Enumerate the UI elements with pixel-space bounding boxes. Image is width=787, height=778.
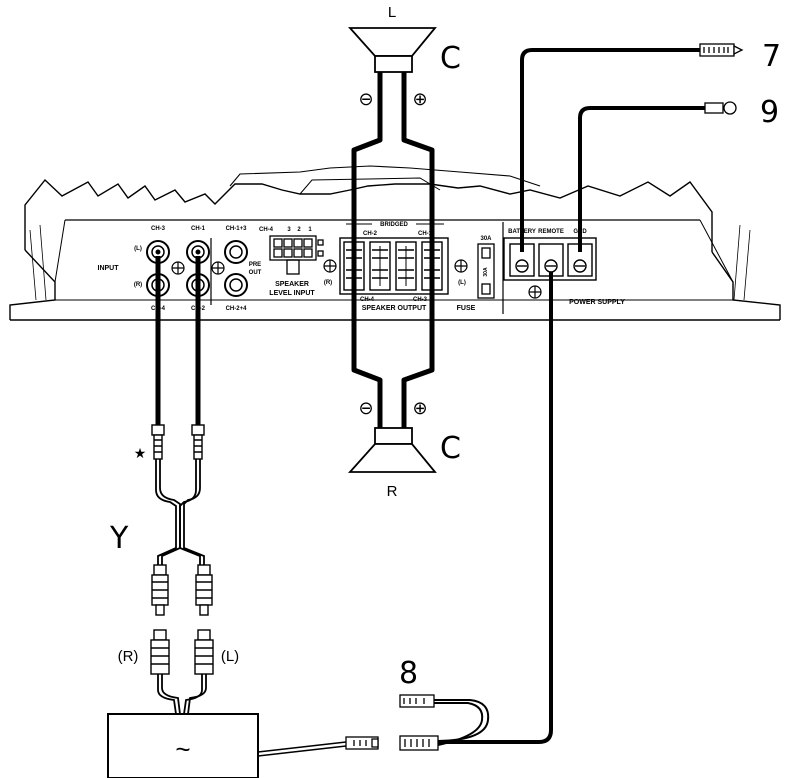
left-speaker: L C ⊖ ⊕: [347, 4, 461, 109]
ground-ring-terminal: [704, 101, 737, 115]
left-speaker-callout: C: [440, 41, 461, 76]
rca-jack-headunit-r: [150, 629, 170, 675]
right-speaker: C ⊖ ⊕ R: [347, 398, 461, 500]
screw-icon: [211, 261, 225, 275]
sli-pin-ch4: CH-4: [259, 227, 274, 233]
screw-icon: [171, 261, 185, 275]
rca-left-label: (L): [221, 648, 239, 665]
y-splitter-cable: [155, 459, 205, 565]
ground-lead-callout: 9: [760, 95, 779, 130]
so-left-label: (R): [324, 280, 332, 286]
pre-out-label-1: PRE: [249, 262, 261, 268]
input-ch1-label: CH-1: [191, 226, 206, 232]
head-unit-symbol: ~: [175, 734, 190, 764]
input-ch3-label: CH-3: [151, 226, 166, 232]
fuse-label: FUSE: [457, 305, 476, 312]
rca-jack-preout-1: [224, 240, 248, 264]
y-cable-callout: Y: [109, 521, 129, 556]
screw-icon: [323, 259, 337, 273]
battery-lead-callout: 7: [762, 39, 781, 74]
left-speaker-minus: ⊖: [358, 89, 373, 109]
so-top-ch1: CH-1: [418, 231, 433, 237]
fuse-inner-rating: 30A: [483, 267, 489, 277]
input-label: INPUT: [98, 265, 120, 272]
sli-label-2: LEVEL INPUT: [269, 290, 315, 297]
speaker-wires: [351, 72, 435, 428]
power-supply-label: POWER SUPPLY: [569, 299, 625, 306]
sli-label-1: SPEAKER: [275, 281, 309, 288]
sli-pin-1: 1: [308, 227, 312, 233]
input-left-label: (L): [134, 246, 142, 252]
ground-wire: [578, 106, 705, 252]
speaker-output-label: SPEAKER OUTPUT: [362, 305, 427, 312]
right-speaker-label: R: [387, 483, 398, 500]
bridged-label: BRIDGED: [380, 222, 408, 228]
rca-jack-preout-2: [224, 273, 248, 297]
head-unit-remote-connector: [345, 736, 379, 750]
screw-icon: [454, 259, 468, 273]
head-unit-remote-wire: [257, 741, 347, 757]
head-unit: ~: [107, 713, 259, 778]
screw-icon: [528, 285, 542, 299]
headunit-cables: [157, 674, 207, 715]
so-top-ch2: CH-2: [363, 231, 378, 237]
remote-lead-callout: 8: [399, 656, 418, 691]
rca-input-cables: [155, 256, 201, 425]
so-bottom-ch3: CH-3: [413, 297, 428, 303]
input-right-label: (R): [134, 282, 142, 288]
right-speaker-minus: ⊖: [358, 398, 373, 418]
amplifier-heatsink: [9, 165, 781, 321]
battery-connector: [699, 43, 744, 57]
rca-plug: [191, 424, 205, 460]
pre-out-bottom-label: CH-2+4: [226, 306, 248, 312]
rca-plug-mid-left: [151, 564, 169, 616]
rca-plug-star: [151, 424, 165, 460]
remote-wire: [438, 272, 553, 744]
sli-pin-2: 2: [297, 227, 301, 233]
remote-connector-top: [399, 694, 435, 708]
so-bottom-ch4: CH-4: [360, 297, 375, 303]
power-terminal-remote: REMOTE: [538, 229, 564, 235]
sli-pin-3: 3: [287, 227, 291, 233]
right-speaker-callout: C: [440, 431, 461, 466]
star-marker: ★: [134, 445, 147, 461]
pre-out-label-2: OUT: [249, 270, 262, 276]
so-right-label: (L): [458, 280, 466, 286]
rca-jack-headunit-l: [194, 629, 214, 675]
battery-wire: [520, 48, 700, 252]
fuse-holder: [477, 243, 495, 299]
pre-out-top-label: CH-1+3: [226, 226, 248, 232]
rca-plug-mid-right: [195, 564, 213, 616]
rca-right-label: (R): [118, 648, 139, 665]
speaker-level-connector: [269, 235, 324, 275]
fuse-rating: 30A: [480, 236, 492, 242]
remote-connector-bottom: [399, 735, 439, 751]
left-speaker-label: L: [388, 4, 396, 21]
remote-loop-wire: [434, 699, 490, 746]
left-speaker-plus: ⊕: [412, 89, 427, 109]
right-speaker-plus: ⊕: [412, 398, 427, 418]
